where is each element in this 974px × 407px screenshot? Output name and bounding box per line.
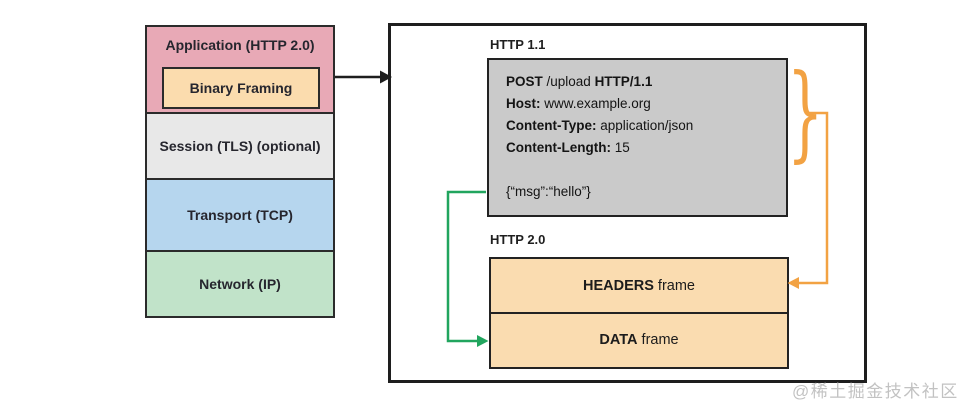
layer-transport-label: Transport (TCP) bbox=[187, 207, 293, 223]
headers-frame-box: HEADERS frame bbox=[489, 257, 789, 314]
data-frame-box: DATA frame bbox=[489, 311, 789, 369]
data-frame-name: DATA bbox=[599, 332, 638, 348]
headers-frame-suffix: frame bbox=[653, 277, 695, 294]
request-line: Content-Length: 15 bbox=[506, 140, 630, 155]
headers-frame-name: HEADERS bbox=[583, 277, 654, 294]
layer-session-label: Session (TLS) (optional) bbox=[159, 138, 321, 154]
data-frame-suffix: frame bbox=[637, 332, 679, 348]
request-line: {“msg”:“hello”} bbox=[506, 184, 591, 199]
layer-network-label: Network (IP) bbox=[199, 276, 281, 292]
request-line: Content-Type: application/json bbox=[506, 118, 694, 133]
layer-binary-framing-label: Binary Framing bbox=[189, 80, 293, 96]
protocol-stack: Application (HTTP 2.0) Binary Framing Se… bbox=[145, 25, 335, 318]
layer-application-label: Application (HTTP 2.0) bbox=[165, 37, 315, 53]
headers-brace-glyph: } bbox=[787, 51, 824, 173]
black-arrow bbox=[335, 70, 392, 84]
layer-binary-framing: Binary Framing bbox=[162, 67, 320, 109]
request-line: POST /upload HTTP/1.1 bbox=[506, 74, 653, 89]
request-line bbox=[506, 159, 778, 181]
layer-transport: Transport (TCP) bbox=[147, 178, 333, 250]
layer-session: Session (TLS) (optional) bbox=[147, 112, 333, 178]
http20-section-label: HTTP 2.0 bbox=[490, 232, 546, 247]
layer-network: Network (IP) bbox=[147, 250, 333, 316]
layer-application: Application (HTTP 2.0) Binary Framing bbox=[147, 27, 333, 112]
request-line: Host: www.example.org bbox=[506, 96, 651, 111]
http11-section-label: HTTP 1.1 bbox=[490, 37, 546, 52]
watermark: @稀土掘金技术社区 bbox=[792, 382, 959, 401]
